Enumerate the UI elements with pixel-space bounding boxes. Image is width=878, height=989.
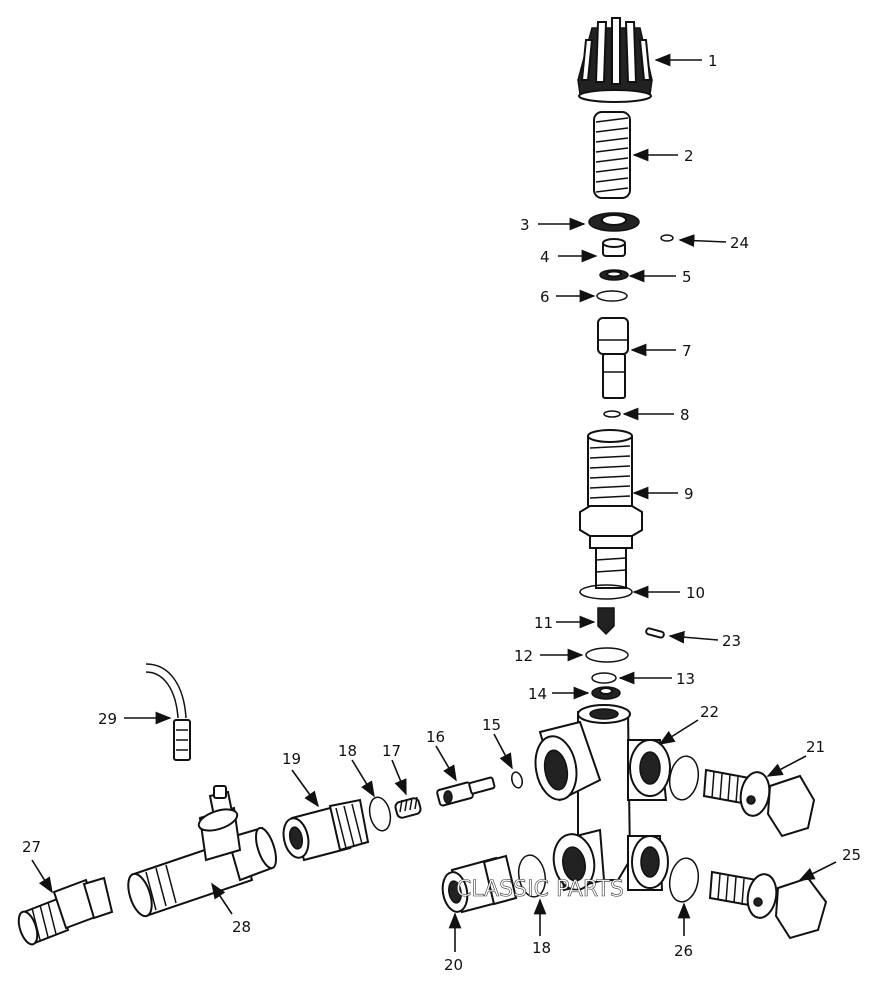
part-20-fitting <box>441 854 518 914</box>
part-13-o-ring <box>591 672 617 684</box>
part-19-fitting <box>282 798 370 862</box>
callout-14: 14 <box>528 685 547 703</box>
part-21-banjo-bolt <box>702 768 816 838</box>
callout-12: 12 <box>514 647 533 665</box>
callout-4: 4 <box>540 248 550 266</box>
callout-11: 11 <box>534 614 553 632</box>
callout-24: 24 <box>730 234 749 252</box>
callout-20: 20 <box>444 956 463 974</box>
watermark: CLASSIC PARTS <box>456 877 624 902</box>
callout-13: 13 <box>676 670 695 688</box>
part-10-o-ring <box>579 584 633 600</box>
callout-5: 5 <box>682 268 692 286</box>
part-25-banjo-bolt <box>708 870 828 940</box>
callout-15: 15 <box>482 716 501 734</box>
part-2-spring <box>593 111 631 199</box>
part-27-coupler <box>17 876 114 946</box>
part-3-nut <box>588 212 640 232</box>
callout-21: 21 <box>806 738 825 756</box>
callout-29: 29 <box>98 710 117 728</box>
part-11-valve-cone <box>597 607 615 636</box>
callout-27: 27 <box>22 838 41 856</box>
part-28-tee-fitting <box>127 785 278 918</box>
part-8-o-ring <box>603 410 621 418</box>
callout-25: 25 <box>842 846 861 864</box>
callout-23: 23 <box>722 632 741 650</box>
part-12-o-ring <box>585 647 629 663</box>
part-6-o-ring <box>596 290 628 302</box>
callout-1: 1 <box>708 52 718 70</box>
part-26-o-ring <box>668 857 700 903</box>
callout-9: 9 <box>684 485 694 503</box>
callout-16: 16 <box>426 728 445 746</box>
callout-8: 8 <box>680 406 690 424</box>
part-23-pin <box>645 627 665 639</box>
part-15-o-ring <box>510 771 524 789</box>
part-22-valve-body <box>534 704 671 892</box>
callout-19: 19 <box>282 750 301 768</box>
callout-17: 17 <box>382 742 401 760</box>
part-9-threaded-body <box>579 429 643 589</box>
part-22-side-o-ring <box>668 755 700 801</box>
part-17-spring <box>394 796 422 819</box>
part-24-small-ring <box>660 234 674 242</box>
callout-26: 26 <box>674 942 693 960</box>
part-1-knob <box>577 17 653 103</box>
part-18-o-ring-lower <box>517 854 547 898</box>
callout-22: 22 <box>700 703 719 721</box>
part-29-hose-filter <box>145 663 191 761</box>
callout-3: 3 <box>520 216 530 234</box>
callout-10: 10 <box>686 584 705 602</box>
part-5-seal-hole <box>606 270 622 278</box>
part-7-piston <box>597 317 629 399</box>
part-18-o-ring-upper <box>368 796 392 832</box>
callout-7: 7 <box>682 342 692 360</box>
callout-18-upper: 18 <box>338 742 357 760</box>
part-16-check-valve <box>436 776 496 807</box>
part-14-seat <box>591 686 621 700</box>
callout-18-lower: 18 <box>532 939 551 957</box>
callout-arrows <box>31 53 837 952</box>
callout-2: 2 <box>684 147 694 165</box>
callout-28: 28 <box>232 918 251 936</box>
callout-6: 6 <box>540 288 550 306</box>
part-4-washer <box>602 238 626 257</box>
